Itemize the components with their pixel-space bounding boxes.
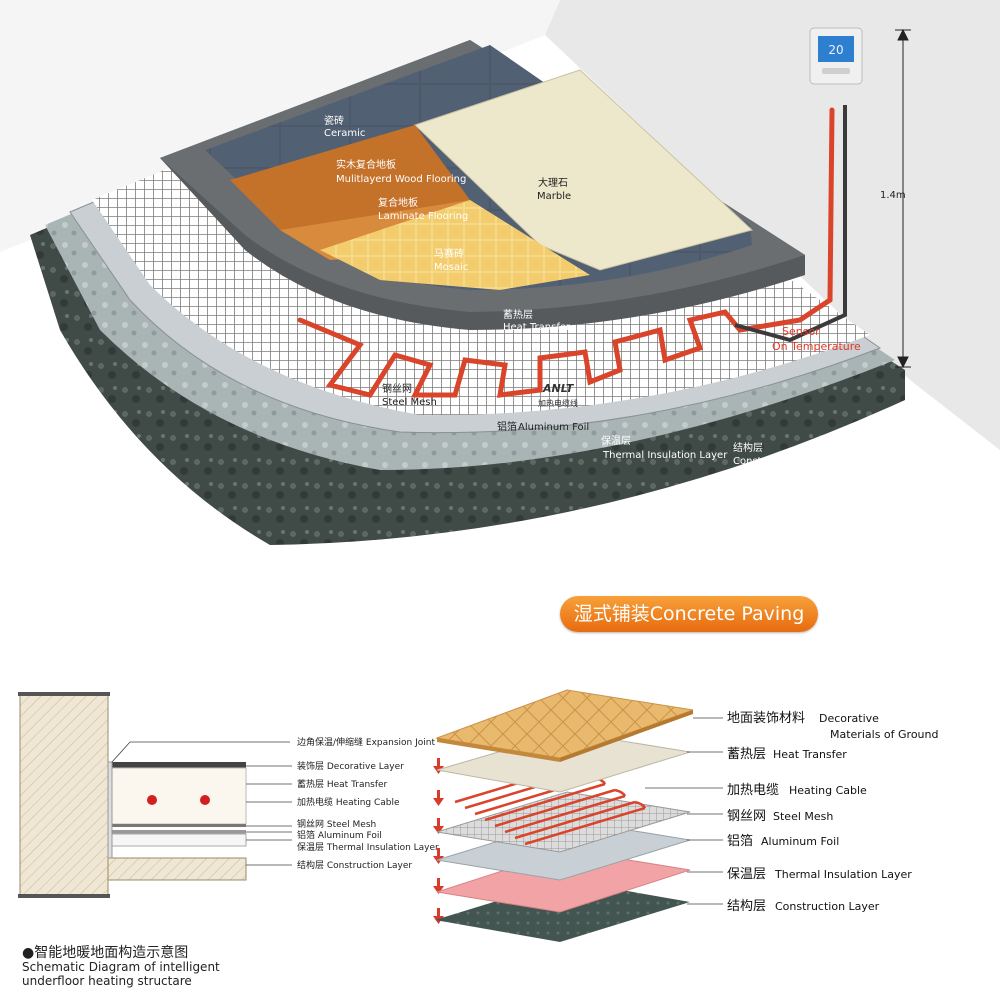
brand-subtitle: 加热电缆线: [538, 398, 578, 408]
exploded-label-mesh-cn: 钢丝网: [727, 809, 766, 824]
exploded-label-decorative-en: Decorative: [819, 712, 879, 725]
exploded-label-construction-cn: 结构层: [727, 899, 766, 914]
steel-mesh-en-label: Steel Mesh: [382, 397, 437, 408]
marble-zone: [414, 69, 754, 271]
caption-en-line1: Schematic Diagram of intelligent: [22, 960, 220, 974]
schematic-label-insulation: 保温层 Thermal Insulation Layer: [297, 841, 439, 853]
aluminum-en-label: Aluminum Foil: [518, 422, 589, 433]
underfloor-layer-diagram: 20 1.4m 瓷砖 Ceramic 实木复合地板 Mulitlayerd Wo…: [30, 0, 1000, 545]
exploded-label-decorative-en2: Materials of Ground: [830, 728, 938, 741]
exploded-label-aluminum-en: Aluminum Foil: [761, 835, 839, 848]
temperature-label: On Temperature: [772, 340, 861, 353]
mosaic-en-label: Mosaic: [434, 262, 468, 273]
construction-en-label: Construction Layer: [733, 456, 829, 467]
schematic-cable-dot: [200, 795, 210, 805]
construction-cn-label: 结构层: [733, 441, 763, 454]
exploded-label-insulation-cn: 保温层: [727, 867, 766, 882]
schematic-steel-mesh: [112, 824, 246, 827]
laminate-en-label: Laminate Flooring: [378, 211, 468, 222]
exploded-label-cable-en: Heating Cable: [789, 784, 867, 797]
caption-cn: ●智能地暖地面构造示意图: [22, 945, 189, 961]
exploded-label-insulation-en: Thermal Insulation Layer: [774, 868, 912, 881]
mosaic-zone: [320, 200, 590, 290]
exploded-label-mesh-en: Steel Mesh: [773, 810, 833, 823]
steel-mesh-cn-label: 钢丝网: [382, 382, 412, 395]
height-label: 1.4m: [880, 190, 906, 201]
marble-cn-label: 大理石: [538, 176, 568, 189]
wood-flooring-zone: [230, 125, 470, 260]
exploded-label-construction-en: Construction Layer: [775, 900, 880, 913]
schematic-cable-dot: [147, 795, 157, 805]
caption-en-line2: underfloor heating structare: [22, 974, 192, 988]
brand-logo: ANLT: [542, 382, 575, 395]
schematic-label-expansion: 边角保温/伸缩缝 Expansion Joint: [297, 736, 435, 748]
schematic-label-aluminum: 铝箔 Aluminum Foil: [297, 829, 382, 841]
concrete-paving-badge: 湿式铺装Concrete Paving: [560, 596, 818, 632]
insulation-en-label: Thermal Insulation Layer: [602, 450, 728, 461]
schematic-label-mesh: 钢丝网 Steel Mesh: [297, 818, 376, 830]
exploded-label-heat-en: Heat Transfer: [773, 748, 847, 761]
schematic-label-decorative: 装饰层 Decorative Layer: [297, 760, 404, 772]
down-arrows: [433, 758, 444, 924]
marble-en-label: Marble: [537, 191, 571, 202]
exploded-label-heat-cn: 蓄热层: [727, 747, 766, 762]
height-dimension: [895, 28, 911, 369]
heat-transfer-cn-label: 蓄热层: [503, 308, 533, 321]
cross-section-schematic: 边角保温/伸缩缝 Expansion Joint 装饰层 Decorative …: [18, 692, 439, 898]
schematic-caption: ●智能地暖地面构造示意图 Schematic Diagram of intell…: [22, 946, 322, 988]
ceramic-en-label: Ceramic: [324, 128, 365, 139]
schematic-decorative: [112, 762, 246, 768]
schematic-label-cable: 加热电缆 Heating Cable: [297, 796, 400, 808]
schematic-aluminum: [112, 830, 246, 834]
sensor-label: Sensor: [782, 325, 820, 338]
ceramic-cn-label: 瓷砖: [324, 114, 344, 127]
thermostat-display: 20: [828, 43, 843, 57]
aluminum-cn-label: 铝箔: [497, 420, 517, 433]
insulation-cn-label: 保温层: [601, 434, 631, 447]
exploded-layer-view: 地面装饰材料 Decorative Materials of Ground 蓄热…: [433, 689, 938, 942]
schematic-insulation: [111, 833, 247, 847]
heating-cable: [297, 107, 835, 398]
schematic-label-heat-transfer: 蓄热层 Heat Transfer: [297, 778, 388, 790]
back-wall: [545, 0, 1000, 450]
mosaic-cn-label: 马赛砖: [434, 247, 464, 260]
wood-cn-label: 实木复合地板: [336, 158, 396, 171]
exploded-label-aluminum-cn: 铝箔: [727, 833, 753, 849]
exploded-label-decorative-cn: 地面装饰材料: [727, 711, 805, 726]
wood-en-label: Mulitlayerd Wood Flooring: [336, 174, 466, 185]
heat-transfer-en-label: Heat Transfer: [503, 322, 571, 333]
schematic-label-construction: 结构层 Construction Layer: [297, 859, 412, 871]
schematic-heat-transfer: [111, 767, 247, 825]
exploded-label-cable-cn: 加热电缆: [727, 782, 779, 798]
thermostat: 20: [809, 27, 863, 85]
exploded-steel-mesh: [436, 791, 691, 853]
laminate-cn-label: 复合地板: [378, 196, 418, 209]
